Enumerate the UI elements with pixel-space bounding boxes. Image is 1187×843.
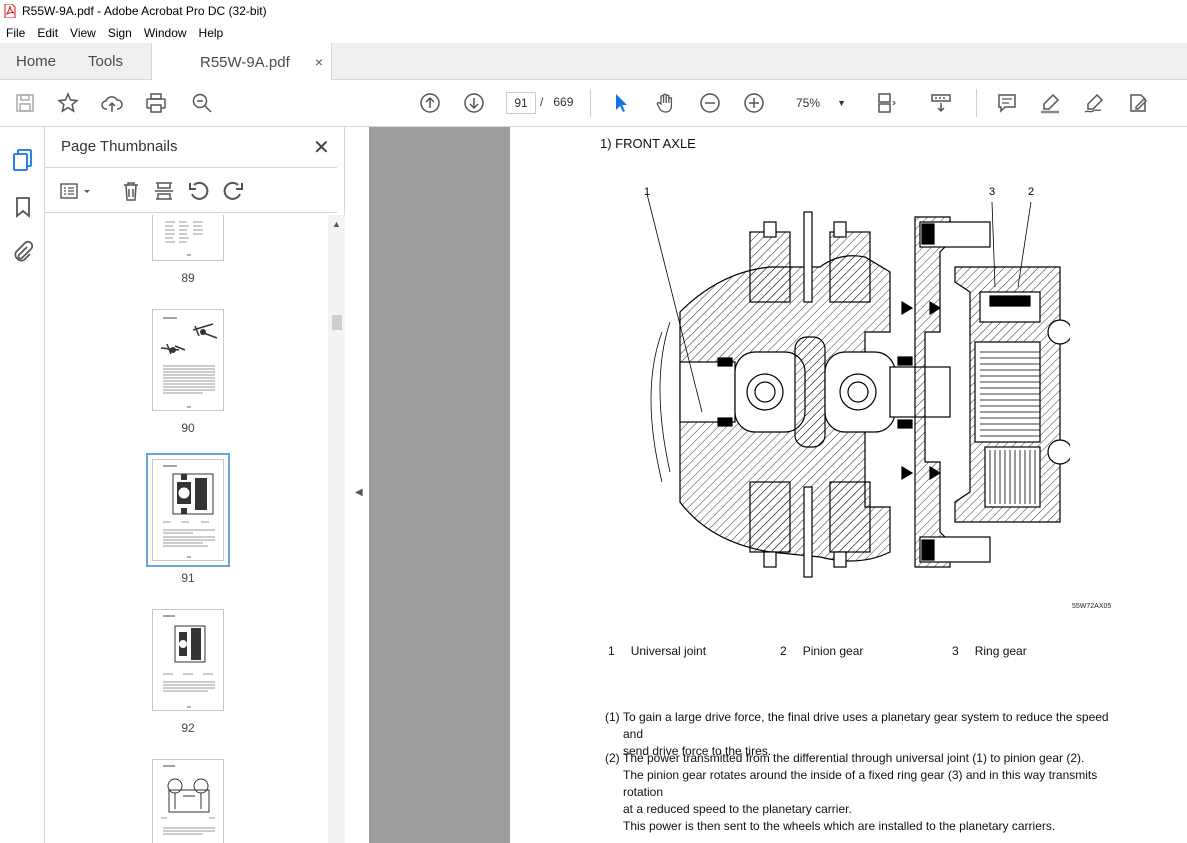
menu-bar: File Edit View Sign Window Help xyxy=(0,22,1187,43)
save-icon[interactable] xyxy=(12,90,38,116)
thumbnail-list: 89 90 91 92 xyxy=(45,215,328,843)
next-page-icon[interactable] xyxy=(461,90,487,116)
scroll-mode-icon[interactable] xyxy=(928,90,954,116)
pdf-app-icon xyxy=(4,4,16,18)
thumbnail-page[interactable] xyxy=(152,609,224,711)
bookmarks-icon[interactable] xyxy=(11,195,35,219)
collapse-panel-arrow-icon[interactable]: ◀ xyxy=(355,487,363,498)
page-thumbnails-icon[interactable] xyxy=(11,148,35,172)
thumbnail-page[interactable] xyxy=(152,215,224,261)
bookmark-star-icon[interactable] xyxy=(55,90,81,116)
legend-item: 1 Universal joint xyxy=(608,644,706,658)
upload-cloud-icon[interactable] xyxy=(99,90,125,116)
paragraph-number: (2) xyxy=(605,751,620,765)
paragraph-number: (1) xyxy=(605,710,620,724)
thumbnail-label: 91 xyxy=(181,571,195,585)
print-icon[interactable] xyxy=(143,90,169,116)
panel-title: Page Thumbnails xyxy=(61,138,178,155)
callout-3: 3 xyxy=(989,186,995,198)
legend-item: 3 Ring gear xyxy=(952,644,1027,658)
zoom-in-icon[interactable] xyxy=(741,90,767,116)
thumbnail-label: 92 xyxy=(181,721,195,735)
menu-sign[interactable]: Sign xyxy=(107,25,132,40)
zoom-level-value: 75% xyxy=(796,96,821,110)
legend-label: Pinion gear xyxy=(802,644,864,658)
page-count: / 669 xyxy=(540,95,574,109)
tab-bar: Home Tools R55W-9A.pdf × xyxy=(0,43,1187,81)
figure-id: 55W72AX05 xyxy=(1072,603,1112,610)
hand-tool-icon[interactable] xyxy=(653,90,679,116)
paragraph-line: The pinion gear rotates around the insid… xyxy=(623,768,1098,799)
toolbar-divider xyxy=(590,89,591,117)
window-title: R55W-9A.pdf - Adobe Acrobat Pro DC (32-b… xyxy=(22,4,267,18)
page-preview xyxy=(161,765,215,835)
chevron-down-icon: ▼ xyxy=(837,98,846,108)
tab-document-label: R55W-9A.pdf xyxy=(200,53,290,71)
callout-1: 1 xyxy=(644,186,650,198)
menu-file[interactable]: File xyxy=(6,25,26,40)
paragraph-line: The power transmitted from the different… xyxy=(623,751,1085,765)
paragraph-line: at a reduced speed to the planetary carr… xyxy=(623,802,852,816)
rotate-counterclockwise-icon[interactable] xyxy=(188,180,210,202)
legend-label: Universal joint xyxy=(630,644,707,658)
main-toolbar: 91 / 669 75% ▼ xyxy=(0,80,1187,127)
previous-page-icon[interactable] xyxy=(417,90,443,116)
close-tab-icon[interactable]: × xyxy=(314,54,323,70)
page-preview xyxy=(163,615,215,708)
options-menu-icon[interactable] xyxy=(59,180,93,202)
page-preview xyxy=(160,317,218,408)
menu-window[interactable]: Window xyxy=(143,25,187,40)
menu-help[interactable]: Help xyxy=(198,25,224,40)
attachments-icon[interactable] xyxy=(11,240,35,264)
scrollbar-thumb[interactable] xyxy=(332,315,342,330)
toolbar-divider xyxy=(976,89,977,117)
close-panel-icon[interactable]: ✕ xyxy=(313,137,330,159)
panel-collapse-gutter: ◀ xyxy=(345,127,369,843)
menu-view[interactable]: View xyxy=(70,25,96,40)
page-preview xyxy=(165,221,203,256)
zoom-out-icon[interactable] xyxy=(697,90,723,116)
zoom-level-select[interactable]: 75% ▼ xyxy=(786,92,852,114)
find-zoom-icon[interactable] xyxy=(189,90,215,116)
pdf-page: 1) FRONT AXLE xyxy=(510,127,1187,843)
select-cursor-icon[interactable] xyxy=(608,90,634,116)
callout-2: 2 xyxy=(1028,186,1034,198)
document-background xyxy=(369,127,510,843)
paragraph-line: send drive force to the tires. xyxy=(623,744,772,758)
tab-tools[interactable]: Tools xyxy=(88,53,124,70)
thumbnail-page-selected[interactable] xyxy=(146,453,230,567)
legend-label: Ring gear xyxy=(974,644,1027,658)
draw-pen-icon[interactable] xyxy=(1081,90,1107,116)
paragraph-line: To gain a large drive force, the final d… xyxy=(623,710,1109,741)
rotate-clockwise-icon[interactable] xyxy=(222,180,244,202)
section-title: 1) FRONT AXLE xyxy=(600,136,696,151)
legend-number: 3 xyxy=(952,644,959,658)
menu-edit[interactable]: Edit xyxy=(37,25,59,40)
thumbnail-page[interactable] xyxy=(152,759,224,843)
highlight-pen-icon[interactable] xyxy=(1037,90,1063,116)
page-fit-icon[interactable] xyxy=(873,90,899,116)
extract-pages-icon[interactable] xyxy=(153,180,175,202)
delete-page-icon[interactable] xyxy=(120,180,142,202)
title-bar: R55W-9A.pdf - Adobe Acrobat Pro DC (32-b… xyxy=(0,0,1187,22)
thumbnail-label: 90 xyxy=(181,421,195,435)
paragraph-line: This power is then sent to the wheels wh… xyxy=(623,819,1056,833)
thumbnail-scrollbar[interactable]: ▲ xyxy=(328,215,345,843)
front-axle-diagram: 1 3 2 xyxy=(644,186,1070,578)
left-sidebar xyxy=(0,127,45,843)
fill-sign-icon[interactable] xyxy=(1125,90,1151,116)
page-thumbnails-panel: Page Thumbnails ✕ 89 90 91 92 xyxy=(45,127,345,843)
legend-number: 1 xyxy=(608,644,615,658)
thumbnail-toolbar xyxy=(45,167,337,213)
scroll-up-arrow-icon[interactable]: ▲ xyxy=(332,219,341,229)
tab-home[interactable]: Home xyxy=(16,53,57,70)
legend-number: 2 xyxy=(780,644,787,658)
page-number-input[interactable]: 91 xyxy=(506,92,536,114)
comment-icon[interactable] xyxy=(994,90,1020,116)
thumbnail-page[interactable] xyxy=(152,309,224,411)
thumbnail-label: 89 xyxy=(181,271,195,285)
legend-item: 2 Pinion gear xyxy=(780,644,863,658)
page-preview xyxy=(163,465,215,558)
tab-document[interactable]: R55W-9A.pdf × xyxy=(151,43,332,81)
